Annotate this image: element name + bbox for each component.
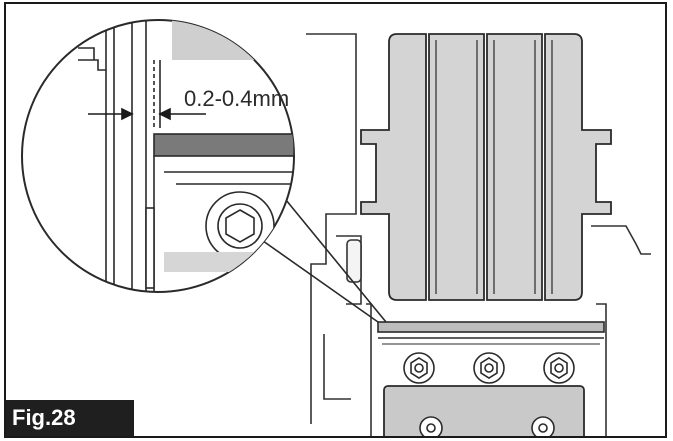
technical-illustration [21, 19, 651, 436]
figure-frame: 0.2-0.4mm Fig.28 [4, 2, 667, 438]
figure-label: Fig.28 [6, 400, 134, 436]
lower-bolts [419, 416, 555, 436]
plate-stack [360, 33, 612, 301]
rear-bracket [306, 33, 357, 424]
left-bolt-head [346, 239, 362, 283]
magnified-detail [21, 19, 295, 293]
gap-measurement-label: 0.2-0.4mm [184, 86, 290, 111]
right-frame [596, 303, 607, 436]
left-housing [323, 334, 351, 400]
right-rail [591, 225, 651, 255]
main-assembly [306, 33, 651, 436]
plate-grooves [435, 40, 553, 294]
bolt-row [403, 352, 575, 384]
shim-strip [377, 321, 605, 333]
magnifier-pointer [255, 199, 387, 323]
gap-dimension-arrows [88, 107, 206, 121]
lower-left-frame [366, 303, 372, 436]
